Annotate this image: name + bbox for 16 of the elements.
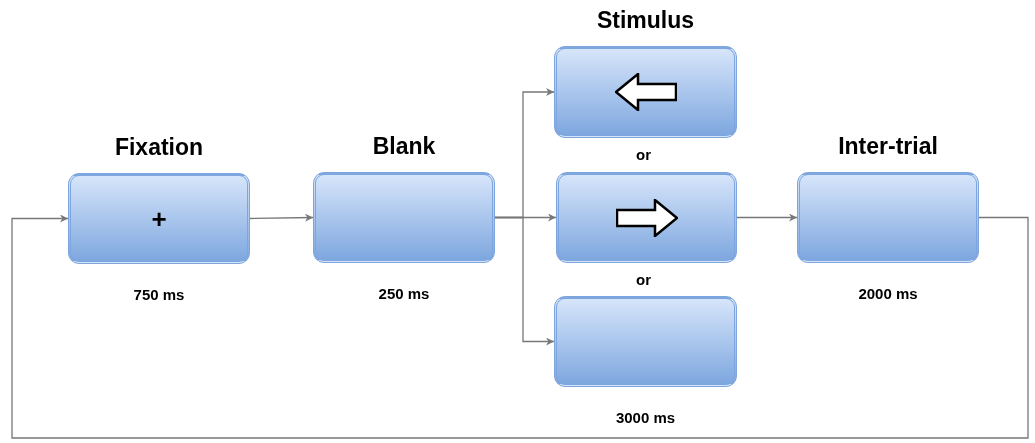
arrow bbox=[736, 213, 798, 222]
duration-label: 2000 ms bbox=[857, 285, 919, 302]
arrow bbox=[11, 214, 1029, 439]
arrow bbox=[494, 216, 555, 346]
process-box bbox=[556, 172, 737, 263]
duration-label: 3000 ms bbox=[614, 409, 677, 426]
duration-label: 250 ms bbox=[377, 285, 431, 302]
fixation-cross: + bbox=[150, 203, 168, 234]
heading: Inter-trial bbox=[837, 133, 939, 160]
heading: Blank bbox=[371, 133, 437, 160]
or-label: or bbox=[636, 146, 651, 163]
or-label: or bbox=[636, 271, 651, 288]
heading: Fixation bbox=[113, 134, 205, 161]
arrow bbox=[249, 213, 314, 222]
duration-label: 750 ms bbox=[132, 286, 186, 303]
heading: Stimulus bbox=[595, 7, 696, 34]
